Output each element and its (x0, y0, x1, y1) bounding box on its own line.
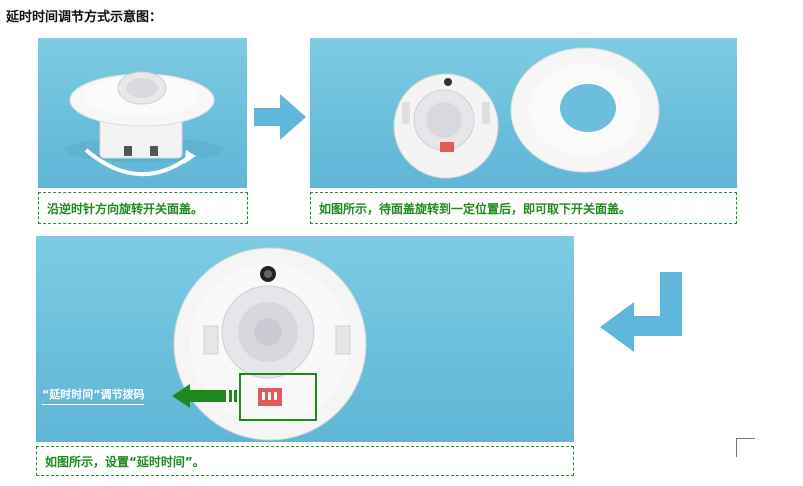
page-title: 延时时间调节方式示意图： (6, 10, 163, 25)
photo-step-1 (38, 38, 247, 188)
dip-switch-icon (258, 388, 282, 406)
photo-step-3 (36, 236, 574, 442)
sensor-closeup-image (172, 247, 367, 441)
arrow-left-icon (172, 384, 237, 408)
sensor-and-cover-image (393, 47, 660, 179)
caption-step-3: 如图所示，设置“延时时间”。 (36, 446, 574, 476)
callout-label: “延时时间”调节拨码 (42, 386, 145, 405)
arrow-right-icon (254, 94, 306, 140)
caption-step-2: 如图所示，待面盖旋转到一定位置后，即可取下开关面盖。 (310, 192, 737, 224)
arrow-down-left-icon (600, 272, 682, 352)
page-corner-mark (736, 438, 755, 457)
rotate-arrow-icon (84, 148, 196, 177)
sensor-with-cover-image (64, 71, 224, 177)
caption-step-1: 沿逆时针方向旋转开关面盖。 (38, 192, 248, 224)
dip-switch-highlight (239, 373, 317, 421)
photo-step-2 (310, 38, 737, 188)
